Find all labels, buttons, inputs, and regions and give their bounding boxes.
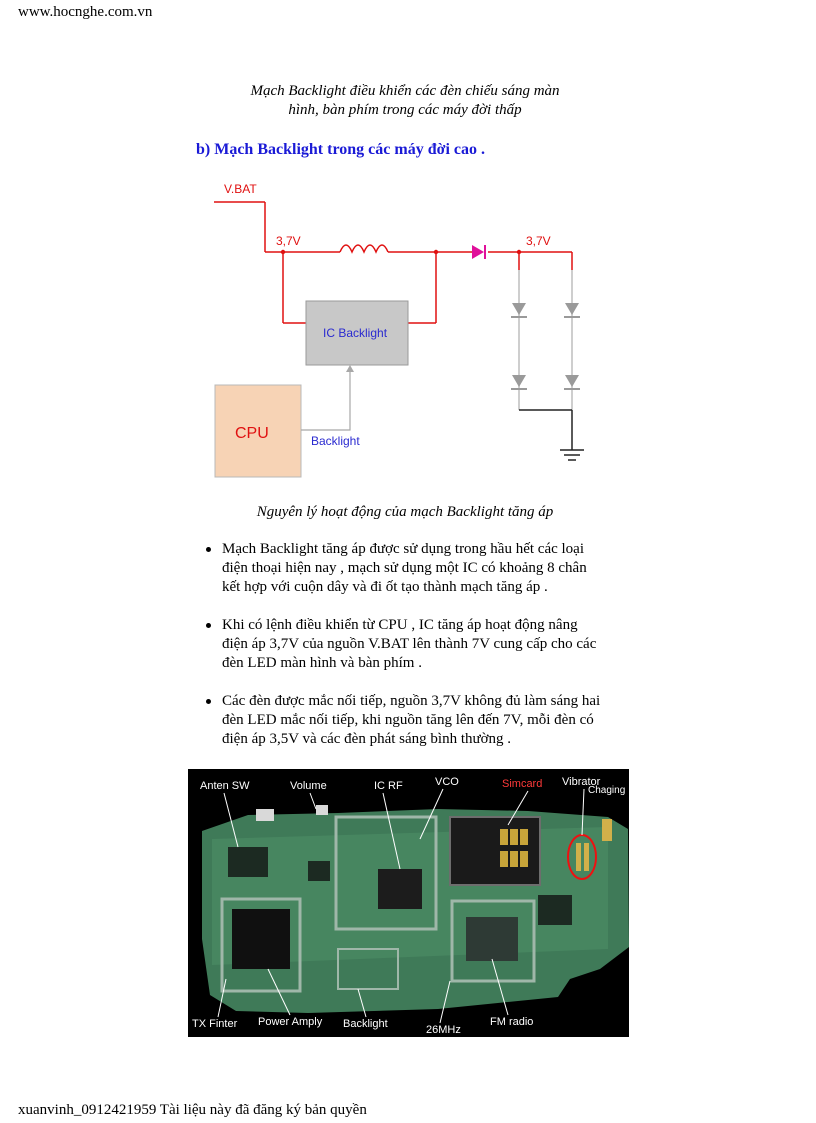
pcb-label-fm-radio: FM radio bbox=[490, 1016, 533, 1028]
bullet-line: Mạch Backlight tăng áp được sử dụng tron… bbox=[222, 541, 585, 557]
vbat-label: V.BAT bbox=[224, 182, 257, 196]
caption-top: Mạch Backlight điều khiển các đèn chiếu … bbox=[200, 82, 610, 120]
bullet-dot-icon bbox=[206, 547, 211, 552]
bullet-line: điện thoại hiện nay , mạch sử dụng một I… bbox=[222, 560, 587, 576]
caption-top-line2: hình, bàn phím trong các máy đời thấp bbox=[288, 102, 522, 118]
backlight-circuit-diagram: V.BAT 3,7V 3,7V IC Backlight CPU Backlig… bbox=[200, 175, 610, 485]
pcb-label-chaging: Chaging bbox=[588, 785, 625, 796]
bullet-line: Khi có lệnh điều khiển từ CPU , IC tăng … bbox=[222, 617, 578, 633]
pcb-label-vco: VCO bbox=[435, 776, 459, 788]
bullet-line: Các đèn được mắc nối tiếp, nguồn 3,7V kh… bbox=[222, 693, 601, 709]
bullet-line: điện áp 3,7V của nguồn V.BAT lên thành 7… bbox=[222, 636, 597, 652]
bullet-line: đèn LED màn hình và bàn phím . bbox=[222, 655, 422, 671]
backlight-signal-label: Backlight bbox=[311, 434, 360, 448]
caption-top-line1: Mạch Backlight điều khiển các đèn chiếu … bbox=[250, 83, 560, 99]
list-item: Khi có lệnh điều khiển từ CPU , IC tăng … bbox=[200, 616, 640, 673]
list-item: Mạch Backlight tăng áp được sử dụng tron… bbox=[200, 540, 640, 597]
site-header: www.hocnghe.com.vn bbox=[18, 4, 153, 20]
list-item: Các đèn được mắc nối tiếp, nguồn 3,7V kh… bbox=[200, 692, 640, 749]
pcb-label-power-amply: Power Amply bbox=[258, 1016, 323, 1028]
pcb-label-vibrator: Vibrator bbox=[562, 776, 601, 788]
pcb-label-simcard: Simcard bbox=[502, 778, 542, 790]
pcb-label-volume: Volume bbox=[290, 780, 327, 792]
pcb-label-tx-filter: TX Finter bbox=[192, 1018, 238, 1030]
bullet-list: Mạch Backlight tăng áp được sử dụng tron… bbox=[200, 540, 640, 768]
ic-backlight-label: IC Backlight bbox=[323, 326, 388, 340]
bullet-dot-icon bbox=[206, 699, 211, 704]
cpu-label: CPU bbox=[235, 425, 269, 442]
pcb-label-anten-sw: Anten SW bbox=[200, 780, 250, 792]
bullet-line: đèn LED mắc nối tiếp, khi nguồn tăng lên… bbox=[222, 712, 594, 728]
voltage-label-right: 3,7V bbox=[526, 234, 551, 248]
figure-caption: Nguyên lý hoạt động của mạch Backlight t… bbox=[256, 504, 554, 520]
pcb-label-backlight: Backlight bbox=[343, 1018, 388, 1030]
bullet-dot-icon bbox=[206, 623, 211, 628]
page-footer: xuanvinh_0912421959 Tài liệu này đã đăng… bbox=[18, 1102, 367, 1118]
voltage-label-left: 3,7V bbox=[276, 234, 301, 248]
section-heading: b) Mạch Backlight trong các máy đời cao … bbox=[196, 141, 485, 158]
pcb-label-26mhz: 26MHz bbox=[426, 1024, 461, 1036]
bullet-line: kết hợp với cuộn dây và đi ốt tạo thành … bbox=[222, 579, 548, 595]
bullet-line: điện áp 3,5V và các đèn phát sáng bình t… bbox=[222, 731, 512, 747]
pcb-label-ic-rf: IC RF bbox=[374, 780, 403, 792]
pcb-photo: Anten SW Volume IC RF VCO Simcard Vibrat… bbox=[188, 769, 629, 1037]
